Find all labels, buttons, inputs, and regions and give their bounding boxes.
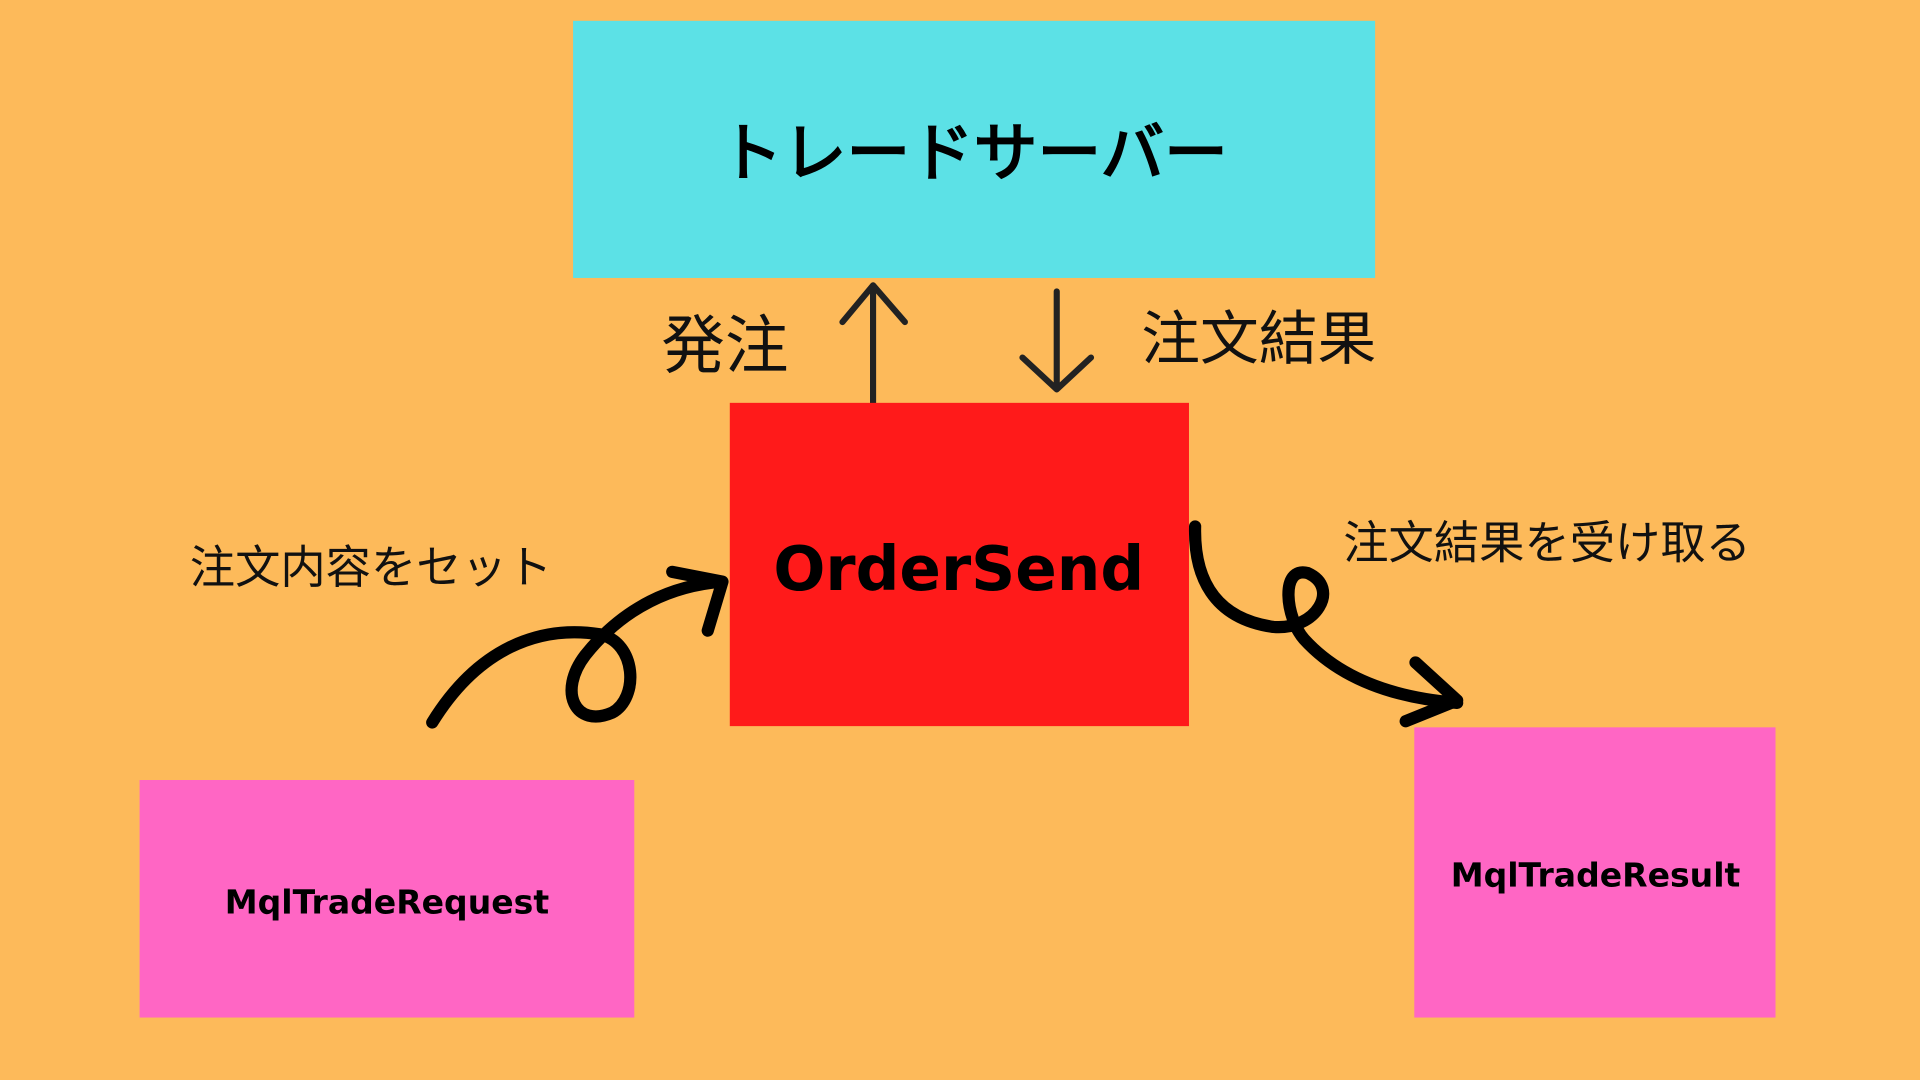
mql-trade-request-rect bbox=[139, 780, 635, 1018]
mql-trade-request-box: MqlTradeRequest bbox=[139, 780, 635, 1018]
trade-server-rect bbox=[573, 20, 1376, 278]
up-arrow-icon bbox=[839, 282, 908, 408]
trade-server-label: トレードサーバー bbox=[719, 117, 1228, 191]
ordersend-box: OrderSend bbox=[729, 402, 1189, 727]
mql-trade-result-label: MqlTradeResult bbox=[1451, 856, 1741, 895]
receive-result-label: 注文結果を受け取る bbox=[1343, 516, 1751, 569]
trade-server-box: トレードサーバー bbox=[573, 20, 1376, 278]
send-order-label: 発注 bbox=[661, 309, 788, 383]
set-order-label: 注文内容をセット bbox=[190, 541, 552, 594]
down-arrow-icon bbox=[1019, 288, 1095, 393]
curly-arrow-left-icon bbox=[426, 565, 729, 729]
curly-arrow-right-icon bbox=[1188, 520, 1464, 728]
mql-trade-result-rect bbox=[1414, 727, 1776, 1018]
order-result-label: 注文結果 bbox=[1141, 304, 1376, 373]
ordersend-label: OrderSend bbox=[773, 534, 1144, 605]
mql-trade-result-box: MqlTradeResult bbox=[1414, 727, 1776, 1018]
mql-trade-request-label: MqlTradeRequest bbox=[225, 882, 550, 921]
ordersend-rect bbox=[729, 402, 1189, 727]
